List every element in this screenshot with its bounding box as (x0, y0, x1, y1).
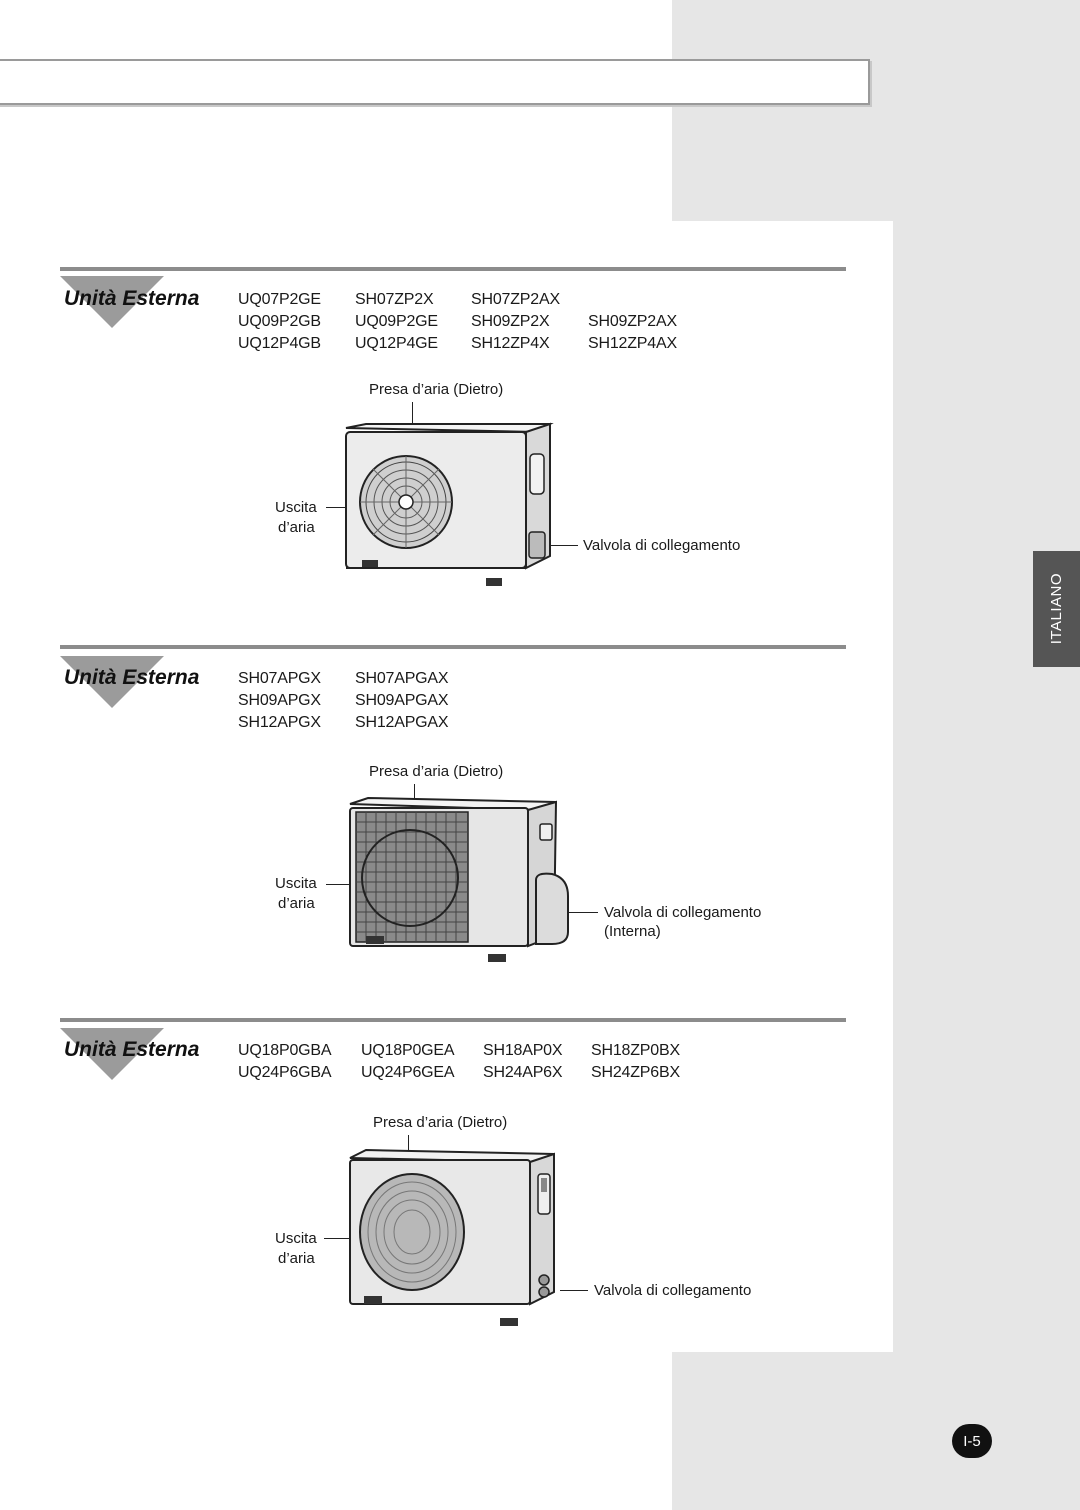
model-code: SH24ZP6BX (591, 1064, 680, 1081)
valve-label: Valvola di collegamento (594, 1282, 752, 1299)
model-code: UQ09P2GB (238, 313, 321, 330)
section-title: Unità Esterna (64, 1038, 200, 1061)
section-title: Unità Esterna (64, 287, 200, 310)
valve-leader-line (560, 1290, 588, 1291)
outlet-label: Uscita (275, 1230, 317, 1247)
section-divider (60, 267, 846, 271)
page-number: I-5 (963, 1432, 981, 1450)
outlet-label: d’aria (278, 519, 315, 536)
model-code: SH18ZP0BX (591, 1042, 680, 1059)
model-code: SH09APGAX (355, 692, 449, 709)
section-divider (60, 645, 846, 649)
model-code: SH12ZP4X (471, 335, 550, 352)
outdoor-unit-illustration (345, 422, 554, 586)
model-code: UQ18P0GBA (238, 1042, 332, 1059)
model-code: SH07APGAX (355, 670, 449, 687)
page-number-badge: I-5 (952, 1424, 992, 1458)
outlet-label: Uscita (275, 499, 317, 516)
model-code: SH18AP0X (483, 1042, 563, 1059)
model-code: UQ07P2GE (238, 291, 321, 308)
model-code: SH07ZP2AX (471, 291, 560, 308)
intake-leader-line (408, 1135, 409, 1155)
background-panel-right (893, 221, 1080, 1352)
background-panel-bottom (672, 1352, 1080, 1510)
valve-sublabel: (Interna) (604, 923, 661, 940)
section-divider (60, 1018, 846, 1022)
intake-label: Presa d’aria (Dietro) (373, 1114, 508, 1131)
outlet-label: d’aria (278, 1250, 315, 1267)
model-code: UQ12P4GE (355, 335, 438, 352)
model-code: SH12APGX (238, 714, 321, 731)
model-code: UQ24P6GEA (361, 1064, 455, 1081)
valve-leader-line (548, 545, 578, 546)
valve-label: Valvola di collegamento (604, 904, 762, 921)
model-code: SH09ZP2X (471, 313, 550, 330)
language-tab: ITALIANO (1033, 551, 1080, 667)
language-tab-label: ITALIANO (1048, 573, 1065, 645)
outlet-leader-line (324, 1238, 364, 1239)
outdoor-unit-illustration (349, 1148, 555, 1326)
model-code: SH24AP6X (483, 1064, 563, 1081)
outlet-label: Uscita (275, 875, 317, 892)
model-code: SH07APGX (238, 670, 321, 687)
model-code: SH09ZP2AX (588, 313, 677, 330)
model-code: SH12APGAX (355, 714, 449, 731)
outdoor-unit-illustration (349, 796, 569, 962)
valve-leader-line (566, 912, 598, 913)
intake-leader-line (412, 402, 413, 425)
model-code: UQ12P4GB (238, 335, 321, 352)
intake-leader-line (414, 784, 415, 801)
model-code: UQ18P0GEA (361, 1042, 455, 1059)
background-panel-top (672, 0, 1080, 221)
intake-label: Presa d’aria (Dietro) (369, 763, 504, 780)
model-code: SH12ZP4AX (588, 335, 677, 352)
section-marker-triangle (60, 656, 164, 708)
model-code: SH07ZP2X (355, 291, 434, 308)
intake-label: Presa d’aria (Dietro) (369, 381, 504, 398)
section-marker-triangle (60, 276, 164, 328)
outlet-label: d’aria (278, 895, 315, 912)
section-marker-triangle (60, 1028, 164, 1080)
header-title-box (0, 59, 870, 105)
section-title: Unità Esterna (64, 666, 200, 689)
model-code: UQ24P6GBA (238, 1064, 332, 1081)
model-code: UQ09P2GE (355, 313, 438, 330)
valve-label: Valvola di collegamento (583, 537, 741, 554)
model-code: SH09APGX (238, 692, 321, 709)
